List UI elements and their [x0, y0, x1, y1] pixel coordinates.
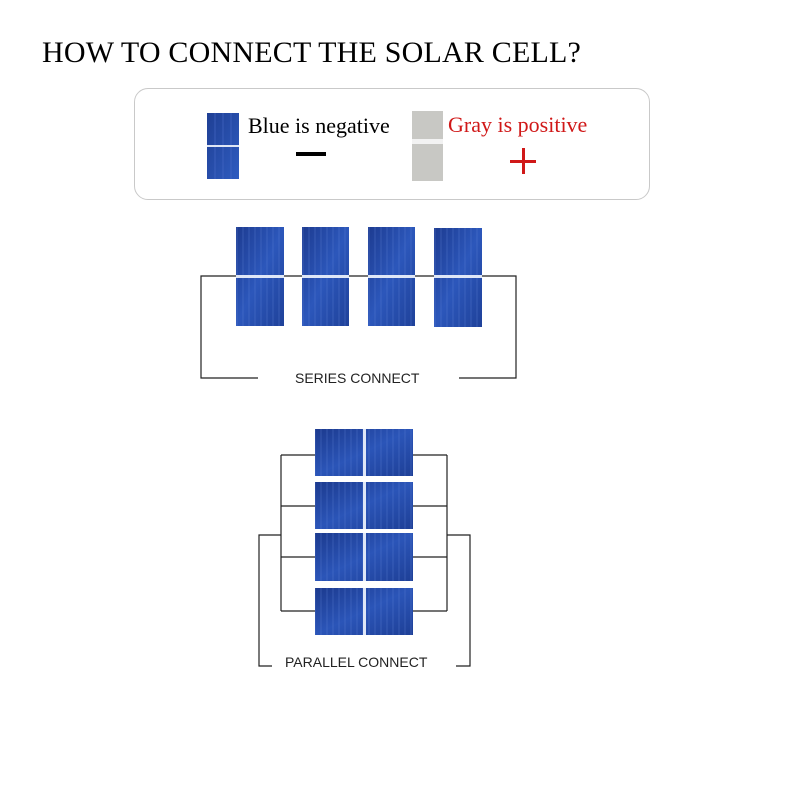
legend-box: Blue is negative Gray is positive	[134, 88, 650, 200]
minus-icon	[296, 152, 326, 156]
parallel-cell	[315, 482, 413, 529]
plus-icon-vertical	[522, 148, 525, 174]
negative-label: Blue is negative	[248, 113, 390, 138]
parallel-cell	[315, 588, 413, 635]
series-wires	[200, 275, 517, 379]
series-cell	[434, 228, 482, 327]
page-title: HOW TO CONNECT THE SOLAR CELL?	[42, 36, 582, 69]
parallel-cell	[315, 429, 413, 476]
series-connect-caption: SERIES CONNECT	[289, 370, 426, 386]
series-cell	[302, 227, 349, 326]
series-cell	[368, 227, 415, 326]
negative-cell-icon	[207, 113, 239, 179]
parallel-cell	[315, 533, 413, 581]
positive-cell-icon	[412, 111, 443, 181]
series-cell	[236, 227, 284, 326]
parallel-wires	[258, 454, 471, 667]
parallel-connect-caption: PARALLEL CONNECT	[279, 654, 434, 670]
positive-label: Gray is positive	[448, 112, 588, 137]
